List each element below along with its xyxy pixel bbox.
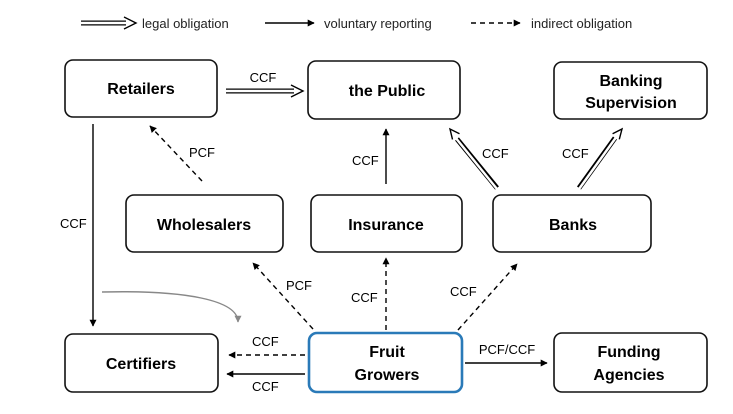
edge-label-growers-wholesalers: PCF xyxy=(286,278,312,293)
edge-wholesalers-retailers xyxy=(149,125,203,182)
node-funding-agencies-label-line2: Agencies xyxy=(593,367,664,384)
legend-legal-label: legal obligation xyxy=(142,16,229,31)
node-fruit-growers-label-line2: Growers xyxy=(355,367,420,384)
node-insurance: Insurance xyxy=(310,194,463,253)
edge-retailers-public xyxy=(225,84,305,98)
node-insurance-label: Insurance xyxy=(348,217,424,234)
node-funding-agencies: Funding Agencies xyxy=(553,332,708,393)
legend: legal obligation voluntary reporting ind… xyxy=(81,16,632,31)
edge-banks-supervision xyxy=(576,127,624,190)
node-wholesalers: Wholesalers xyxy=(125,194,284,253)
node-wholesalers-label: Wholesalers xyxy=(157,217,251,234)
node-banking-supervision-label-line2: Supervision xyxy=(585,95,677,112)
node-certifiers-label: Certifiers xyxy=(106,356,176,373)
edge-growers-banks xyxy=(457,263,518,331)
node-banks-label: Banks xyxy=(549,217,597,234)
node-the-public: the Public xyxy=(307,60,461,120)
edge-label-growers-certifiers-voluntary: CCF xyxy=(252,379,279,394)
legend-voluntary-label: voluntary reporting xyxy=(324,16,432,31)
node-the-public-label: the Public xyxy=(349,83,426,100)
legend-legal-arrow-icon xyxy=(81,16,138,30)
edge-label-retailers-public: CCF xyxy=(250,70,277,85)
edge-label-growers-insurance: CCF xyxy=(351,290,378,305)
edge-label-wholesalers-retailers: PCF xyxy=(189,145,215,160)
edge-label-growers-banks: CCF xyxy=(450,284,477,299)
edge-label-retailers-certifiers: CCF xyxy=(60,216,87,231)
edge-label-growers-certifiers-indirect: CCF xyxy=(252,334,279,349)
node-banking-supervision: Banking Supervision xyxy=(553,61,708,120)
node-fruit-growers-label-line1: Fruit xyxy=(369,344,405,361)
edge-growers-wholesalers xyxy=(252,262,314,330)
edge-gray-curve xyxy=(101,291,242,323)
legend-indirect-label: indirect obligation xyxy=(531,16,632,31)
node-retailers: Retailers xyxy=(64,59,218,118)
node-certifiers: Certifiers xyxy=(64,333,219,393)
edge-label-banks-public: CCF xyxy=(482,146,509,161)
edge-label-growers-funding: PCF/CCF xyxy=(479,342,535,357)
node-funding-agencies-label-line1: Funding xyxy=(597,344,660,361)
node-banking-supervision-label-line1: Banking xyxy=(599,73,662,90)
node-fruit-growers: Fruit Growers xyxy=(307,331,464,394)
edge-banks-public xyxy=(448,127,499,190)
edge-label-banks-supervision: CCF xyxy=(562,146,589,161)
edge-label-insurance-public: CCF xyxy=(352,153,379,168)
node-retailers-label: Retailers xyxy=(107,81,175,98)
node-banks: Banks xyxy=(492,194,652,253)
